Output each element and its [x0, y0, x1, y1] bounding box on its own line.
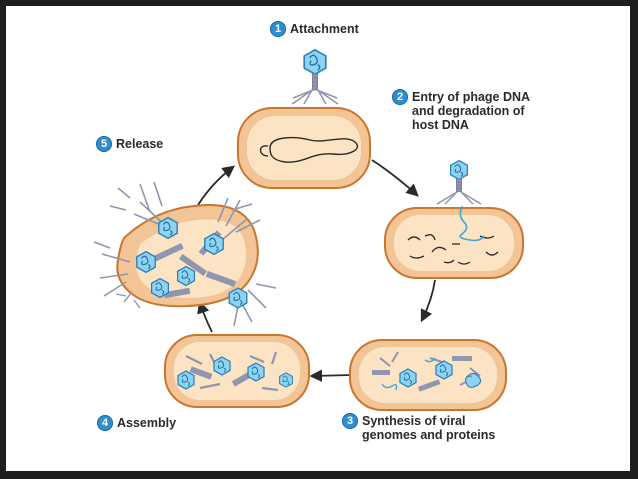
- step-2-text: Entry of phage DNA and degradation of ho…: [412, 90, 531, 132]
- cell-assembly: [164, 334, 310, 408]
- phage-injecting: [436, 159, 482, 205]
- step-5-badge: 5: [96, 136, 112, 152]
- arrow-5-to-1: [197, 165, 236, 206]
- cell-release: [93, 181, 277, 327]
- step-2-badge: 2: [392, 89, 408, 105]
- step-1-label: 1 Attachment: [270, 21, 359, 37]
- arrow-2-to-3: [420, 279, 436, 323]
- step-1-badge: 1: [270, 21, 286, 37]
- released-phages: [93, 181, 277, 327]
- assembled-phages: [177, 351, 293, 392]
- step-3-label: 3 Synthesis of viral genomes and protein…: [342, 413, 496, 442]
- viral-parts: [372, 351, 482, 392]
- host-dna-loop: [259, 136, 359, 163]
- step-1-text: Attachment: [290, 22, 359, 36]
- degraded-host-dna: [407, 234, 499, 265]
- arrow-3-to-4: [309, 369, 353, 383]
- injected-phage-dna: [459, 205, 485, 242]
- step-4-badge: 4: [97, 415, 113, 431]
- step-3-text: Synthesis of viral genomes and proteins: [362, 414, 496, 442]
- step-2-label: 2 Entry of phage DNA and degradation of …: [392, 89, 531, 132]
- step-3-badge: 3: [342, 413, 358, 429]
- cell-attachment: [237, 107, 371, 189]
- cycle-arrows: [197, 159, 436, 383]
- phage-attaching: [291, 49, 339, 105]
- cell-synthesis: [349, 339, 507, 411]
- arrow-4-to-5: [197, 300, 213, 333]
- slide-frame: [6, 6, 630, 471]
- step-4-label: 4 Assembly: [97, 415, 177, 431]
- step-4-text: Assembly: [117, 416, 177, 430]
- step-5-text: Release: [116, 137, 164, 151]
- cell-entry: [384, 205, 524, 279]
- arrow-1-to-2: [371, 159, 419, 197]
- step-5-label: 5 Release: [96, 136, 164, 152]
